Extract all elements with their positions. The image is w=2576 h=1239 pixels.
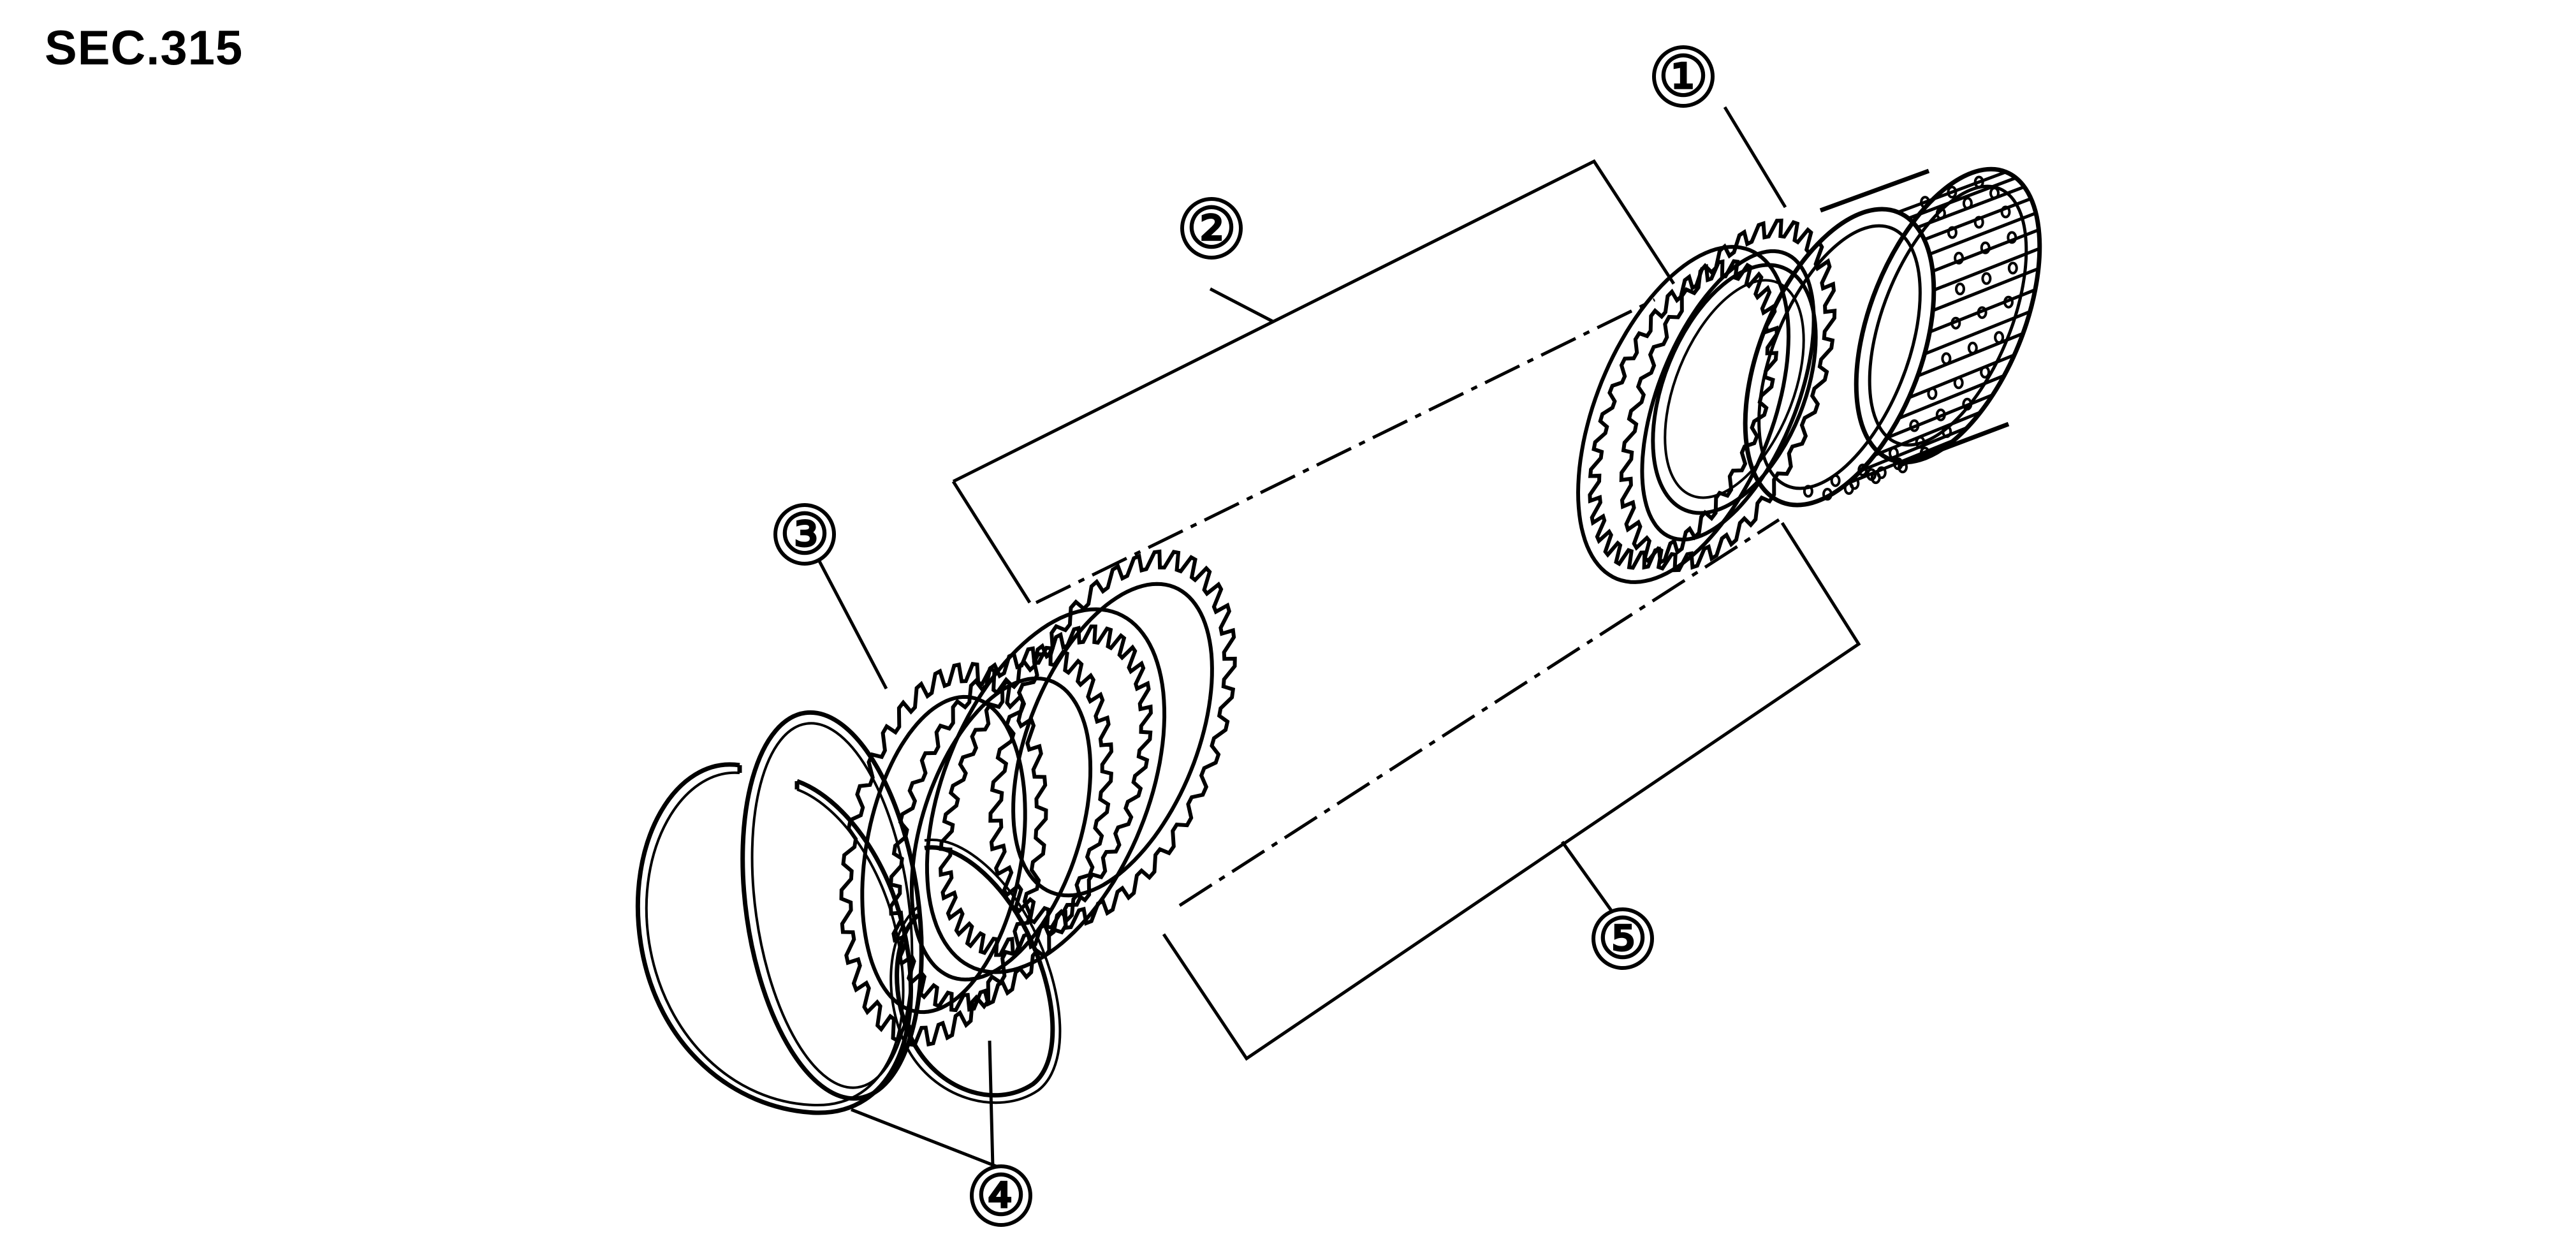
drum-hole — [1830, 474, 1841, 487]
drum-groove — [1917, 332, 2024, 378]
callout-2-text: ② — [1187, 196, 1237, 260]
drum-groove — [1932, 228, 2040, 273]
drum-groove — [1908, 176, 2017, 220]
drum-groove — [1897, 170, 2007, 214]
section-label: SEC.315 — [45, 21, 244, 75]
snap-ring-icon — [635, 710, 1062, 1115]
drum-groove — [1924, 310, 2031, 356]
drum-groove — [1932, 267, 2039, 312]
drum-hole — [1919, 446, 1930, 460]
drum-hole — [1920, 196, 1931, 209]
callout-3: ③ — [773, 502, 836, 566]
drum-hole — [1935, 207, 1946, 220]
drum-hole — [1822, 488, 1833, 501]
callout-5: ⑤ — [1592, 907, 1654, 970]
drum-groove — [1886, 393, 1994, 439]
drum-hole — [1947, 186, 1958, 199]
drum-groove — [1908, 353, 2016, 400]
rear-plate-outer-teeth — [1619, 218, 1837, 573]
drum-hole — [1953, 376, 1964, 390]
callout-3-text: ③ — [780, 502, 830, 566]
callout-labels: ① ② ③ ④ ⑤ — [773, 45, 1715, 1227]
callout-2: ② — [1180, 196, 1243, 260]
drum-hole — [1947, 226, 1958, 239]
retaining-plate-inner — [860, 694, 1027, 1015]
callout-5-text: ⑤ — [1598, 907, 1648, 970]
rear-plate-inner-edge — [1640, 249, 1816, 542]
front-plate-inner-edge — [1011, 582, 1214, 898]
drum-hole — [1941, 352, 1952, 365]
drum-groove — [1898, 374, 2005, 420]
drum-hole — [1950, 316, 1961, 330]
drum-hole — [1981, 272, 1992, 285]
drum-hole — [1954, 251, 1965, 265]
drum-hole — [1857, 464, 1868, 476]
drum-hole — [2003, 295, 2014, 309]
clutch-plate-icon — [1576, 218, 1837, 584]
drum-hole — [1962, 397, 1973, 411]
drum-hole — [2007, 231, 2017, 244]
drum-hole — [1989, 186, 2000, 200]
clutch-plate-icon — [888, 549, 1237, 1013]
drum-hole — [1927, 387, 1938, 400]
drum-hole — [2000, 205, 2011, 219]
callout-4-text: ④ — [976, 1164, 1027, 1227]
drum-hole — [1973, 175, 1984, 189]
drum-hole — [2007, 261, 2018, 275]
drum-hole — [1898, 460, 1908, 474]
callout-1-text: ① — [1658, 45, 1709, 108]
drum-groove — [1929, 288, 2036, 334]
callout-brackets — [817, 106, 1861, 1169]
callout-1: ① — [1652, 45, 1715, 108]
rear-plate-inner-teeth — [1588, 259, 1779, 570]
drum-hole — [1955, 282, 1965, 296]
drum-icon — [1743, 166, 2042, 508]
front-plate-3-inner — [909, 676, 1093, 982]
callout-4: ④ — [970, 1164, 1032, 1227]
drum-hole — [1915, 436, 1926, 449]
drum-hole — [1909, 419, 1920, 432]
drum-groove — [1933, 247, 2040, 292]
drum-groove — [1924, 197, 2032, 242]
drum-hole — [1967, 341, 1978, 355]
drum-hole — [1977, 306, 1987, 319]
drum-groove — [1929, 211, 2037, 256]
front-plate-3-teeth — [888, 645, 1114, 1013]
drum-hole — [1980, 365, 1991, 379]
drum-hole — [1994, 331, 2005, 344]
drum-hole — [1888, 446, 1899, 460]
drum-hole — [1803, 485, 1813, 498]
drum-hole — [1876, 466, 1887, 480]
drum-hole — [1962, 196, 1973, 210]
drum-hole — [1973, 216, 1984, 229]
drum-hole — [1935, 408, 1946, 422]
drum-hole — [1980, 241, 1991, 254]
drum-hole — [1849, 477, 1860, 490]
rear-plate-outer-edge — [1576, 245, 1791, 584]
drum-hole — [1942, 425, 1952, 438]
front-plate-inner-teeth — [939, 624, 1153, 957]
